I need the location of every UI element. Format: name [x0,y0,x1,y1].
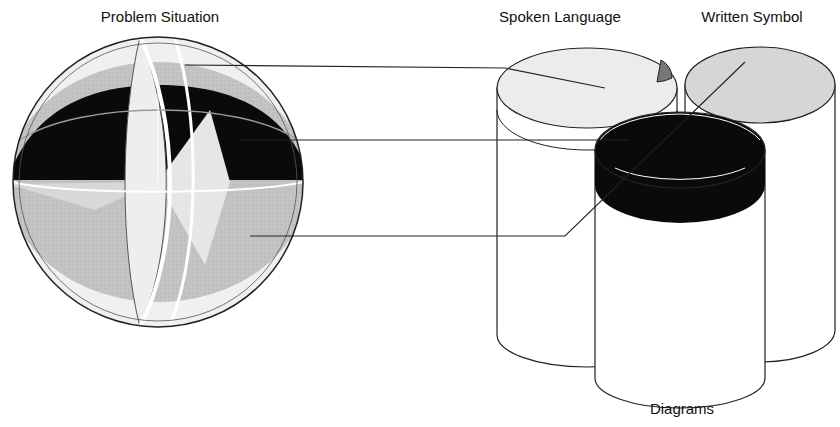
leader-line [240,139,628,140]
cylinder-title: Diagrams [650,400,714,417]
leader-line [250,62,745,236]
cylinder-title: Written Symbol [701,8,802,25]
cylinder-title: Spoken Language [499,8,621,25]
leader-lines [185,62,745,236]
sphere-title: Problem Situation [101,8,219,25]
problem-sphere [0,30,320,330]
diagrams-cylinder [595,112,765,408]
leader-line [185,65,605,88]
